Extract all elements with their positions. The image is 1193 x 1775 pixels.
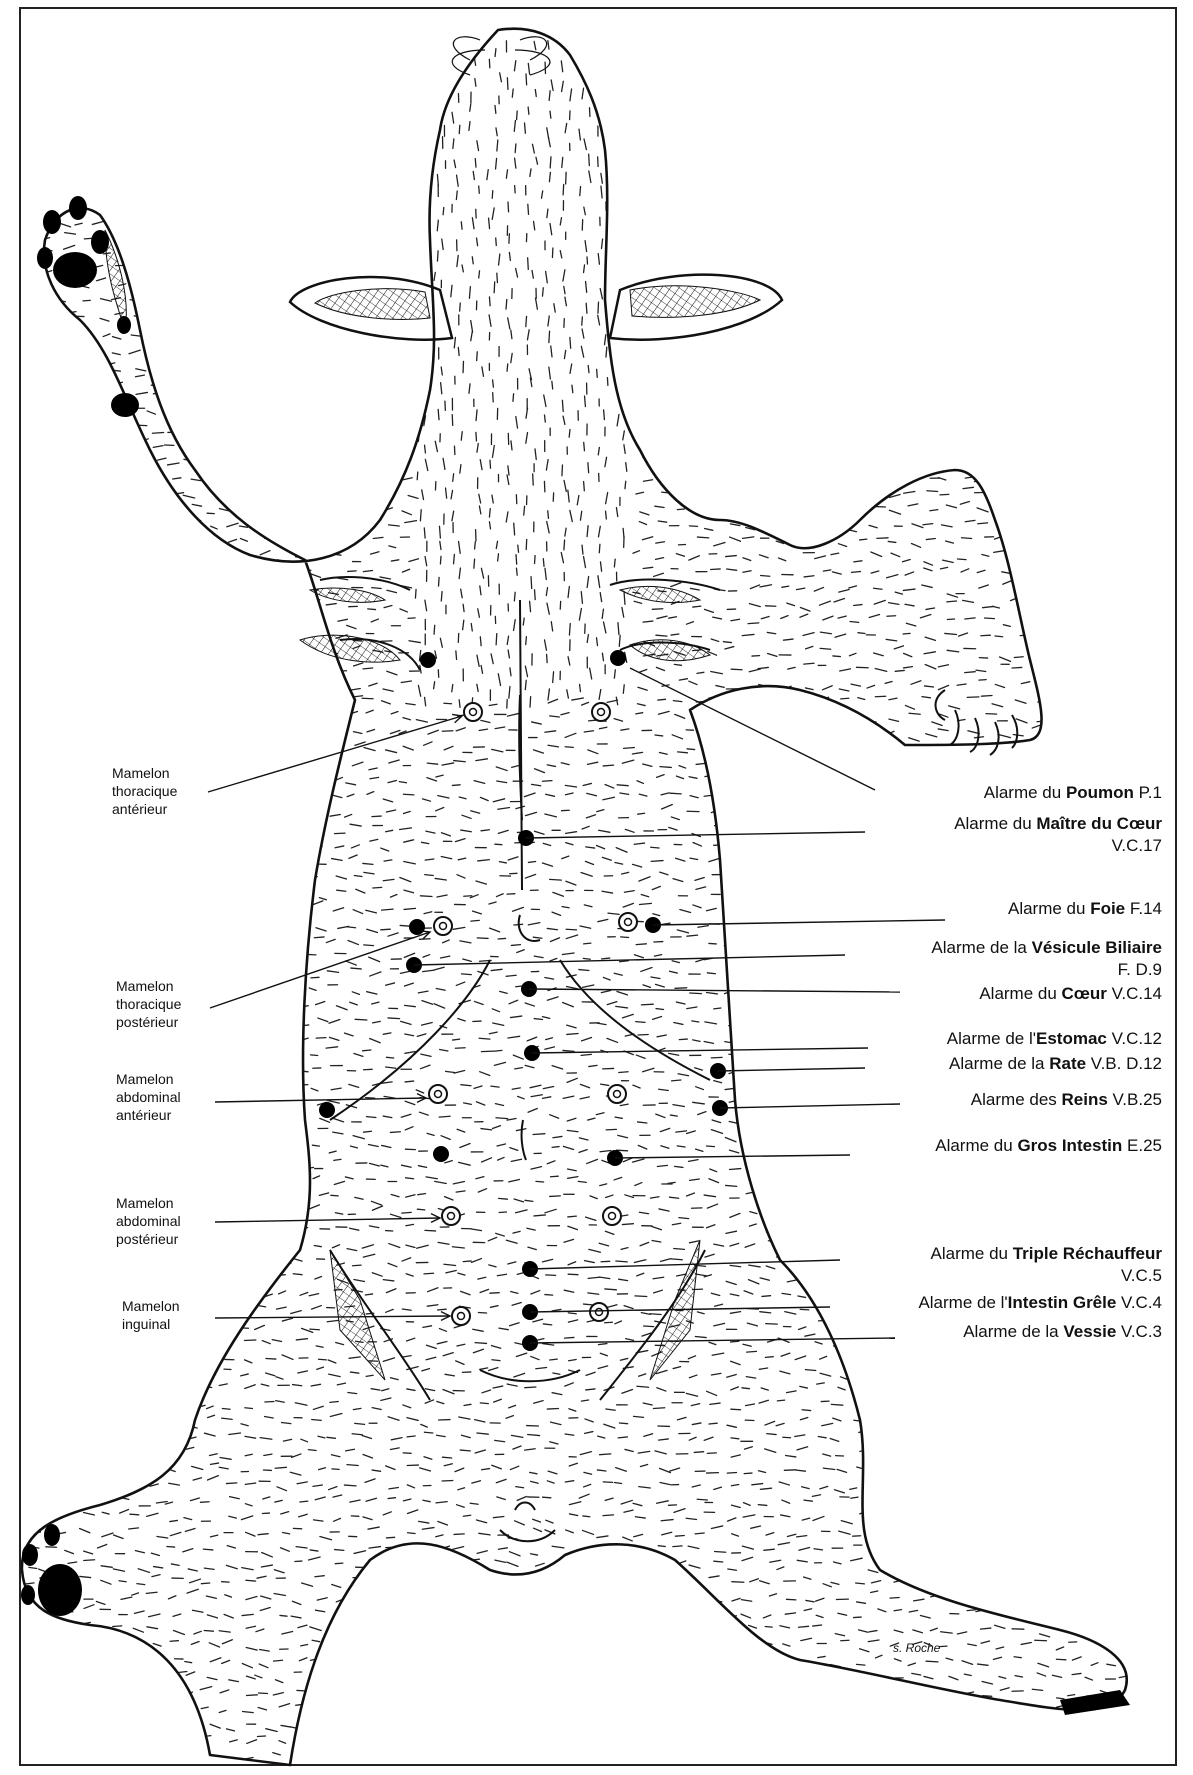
left-label-line: inguinal <box>122 1316 170 1332</box>
left-label-line: abdominal <box>116 1213 181 1229</box>
left-label-line: postérieur <box>116 1231 179 1247</box>
acupoint-dot <box>409 919 425 935</box>
acupoint-dot <box>319 1102 335 1118</box>
right-label: Alarme de la Vessie V.C.3 <box>963 1322 1162 1341</box>
nipple-marker <box>603 1207 621 1225</box>
leader-line <box>530 1260 840 1269</box>
fur-texture <box>20 37 1159 1765</box>
nipple-marker <box>590 1303 608 1321</box>
nipple-marker <box>619 913 637 931</box>
nipple-marker <box>464 703 482 721</box>
acupoint-dot <box>433 1146 449 1162</box>
leader-line <box>210 932 430 1008</box>
leader-line <box>532 1048 868 1053</box>
nipple-marker <box>608 1085 626 1103</box>
left-label-line: Mamelon <box>116 1071 174 1087</box>
right-label: Alarme du Foie F.14 <box>1008 899 1162 918</box>
left-label-line: thoracique <box>116 996 182 1012</box>
nipple-marker <box>429 1085 447 1103</box>
right-label-code: V.C.17 <box>1112 836 1162 855</box>
right-label: Alarme du Gros Intestin E.25 <box>935 1136 1162 1155</box>
left-label-line: thoracique <box>112 783 178 799</box>
leader-line <box>530 1338 895 1343</box>
right-label: Alarme du Maître du Cœur <box>954 814 1162 833</box>
leader-line <box>615 1155 850 1158</box>
acupoint-dot <box>610 650 626 666</box>
nipple-marker <box>592 703 610 721</box>
body-outline <box>22 29 1127 1765</box>
leader-line <box>653 920 945 925</box>
acupoint-dot <box>420 652 436 668</box>
left-label-line: abdominal <box>116 1089 181 1105</box>
leader-lines <box>208 668 945 1343</box>
nipple-marker <box>434 917 452 935</box>
right-label: Alarme du Triple Réchauffeur <box>931 1244 1163 1263</box>
anatomy-lines <box>320 577 720 1541</box>
left-ear <box>290 277 452 340</box>
leader-line <box>215 1098 426 1102</box>
leader-line <box>720 1104 900 1108</box>
left-label-line: antérieur <box>116 1107 172 1123</box>
acupoint-markers <box>319 650 728 1351</box>
right-label-code: F. D.9 <box>1118 960 1162 979</box>
leader-line <box>526 832 865 838</box>
right-label: Alarme des Reins V.B.25 <box>971 1090 1162 1109</box>
leader-line <box>215 1218 440 1222</box>
left-label-line: antérieur <box>112 801 168 817</box>
leader-line <box>718 1068 865 1071</box>
right-label: Alarme de la Rate V.B. D.12 <box>949 1054 1162 1073</box>
left-label-line: Mamelon <box>116 1195 174 1211</box>
right-label: Alarme de la Vésicule Biliaire <box>931 938 1162 957</box>
right-label: Alarme du Poumon P.1 <box>984 783 1162 802</box>
leader-line <box>414 955 845 965</box>
left-label-line: Mamelon <box>112 765 170 781</box>
right-label: Alarme de l'Intestin Grêle V.C.4 <box>918 1293 1162 1312</box>
right-label-code: V.C.5 <box>1121 1266 1162 1285</box>
page-border <box>20 8 1176 1765</box>
left-label-line: Mamelon <box>122 1298 180 1314</box>
nipple-marker <box>442 1207 460 1225</box>
left-labels: MamelonthoraciqueantérieurMamelonthoraci… <box>112 765 182 1332</box>
right-ear <box>610 275 782 340</box>
nipple-marker <box>452 1307 470 1325</box>
right-label: Alarme du Cœur V.C.14 <box>979 984 1162 1003</box>
left-label-line: postérieur <box>116 1014 179 1030</box>
right-label: Alarme de l'Estomac V.C.12 <box>947 1029 1162 1048</box>
artist-signature: s. Roche <box>893 1641 941 1655</box>
left-label-line: Mamelon <box>116 978 174 994</box>
